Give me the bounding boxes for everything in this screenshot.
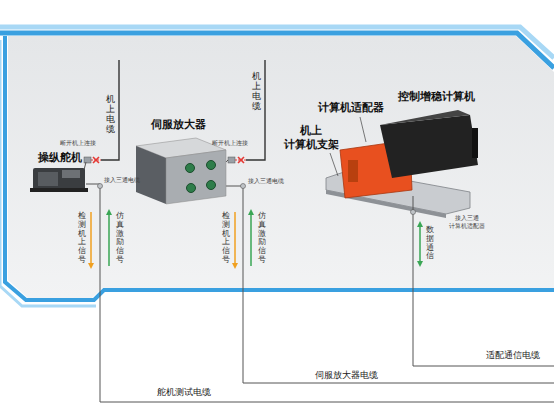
tee-plug (98, 184, 103, 189)
disconnect-mark (93, 157, 99, 163)
amp-connector (186, 164, 195, 173)
leader-line (330, 153, 338, 176)
signal-label: 仿真激励信号 (116, 212, 124, 265)
connector (84, 157, 91, 163)
note-label: 接入三通电缆 (104, 177, 140, 184)
cable-line (243, 188, 554, 383)
tee-plug (411, 210, 416, 215)
rack-shadow (326, 190, 446, 218)
frame-line (5, 36, 554, 300)
detect-arrow (234, 212, 236, 266)
frame-band (0, 40, 96, 306)
amp-connector (187, 184, 196, 193)
actuator-base (30, 188, 88, 192)
signal-label: 机上电缆 (252, 72, 261, 112)
actuator-detail (38, 172, 58, 186)
part-label: 计算机适配器 (318, 101, 384, 114)
note-label: 断开机上连接 (212, 140, 248, 147)
onboard-cable (101, 60, 119, 160)
panel-ground (8, 36, 554, 298)
signal-label: 机上电缆 (106, 95, 115, 135)
cable-label: 适配通信电缆 (484, 350, 542, 360)
tee-plug (241, 184, 246, 189)
disconnect-mark (238, 157, 244, 163)
amp-connector (207, 161, 216, 170)
amp-side (166, 150, 226, 204)
amp-front (136, 146, 166, 204)
detect-arrow (90, 212, 92, 266)
cable-label: 舵机测试电缆 (155, 387, 213, 397)
cable-label: 伺服放大器电缆 (313, 370, 380, 380)
data-arrow (419, 224, 421, 264)
note-label: 断开机上连接 (60, 140, 96, 147)
computer-front (380, 115, 478, 178)
signal-label: 仿真激励信号 (258, 212, 266, 265)
signal-label: 数据通信 (426, 226, 434, 261)
cable-line (100, 188, 554, 402)
actuator-detail (62, 170, 80, 178)
cable-line (413, 212, 554, 366)
actuator-body (33, 168, 85, 190)
adapter-detail (348, 160, 358, 182)
computer-handle (472, 128, 478, 158)
tee-cable (413, 196, 414, 210)
frame-line (0, 33, 554, 68)
part-label: 机上 计算机支架 (280, 124, 342, 152)
note-label: 接入三通 计算机适配器 (446, 215, 488, 231)
part-label: 控制增稳计算机 (398, 90, 475, 103)
part-label: 伺服放大器 (151, 118, 206, 131)
signal-label: 检测机上信号 (222, 212, 230, 265)
connector (228, 157, 235, 163)
signal-label: 检测机上信号 (78, 212, 86, 265)
part-label: 操纵舵机 (38, 151, 82, 164)
leader-line (360, 117, 366, 142)
note-label: 接入三通电缆 (248, 178, 284, 185)
stimulus-arrow (250, 212, 252, 266)
computer-top (380, 110, 470, 125)
amp-wire (226, 160, 228, 162)
amp-connector (207, 181, 216, 190)
stimulus-arrow (108, 212, 110, 266)
onboard-cable (246, 60, 265, 160)
